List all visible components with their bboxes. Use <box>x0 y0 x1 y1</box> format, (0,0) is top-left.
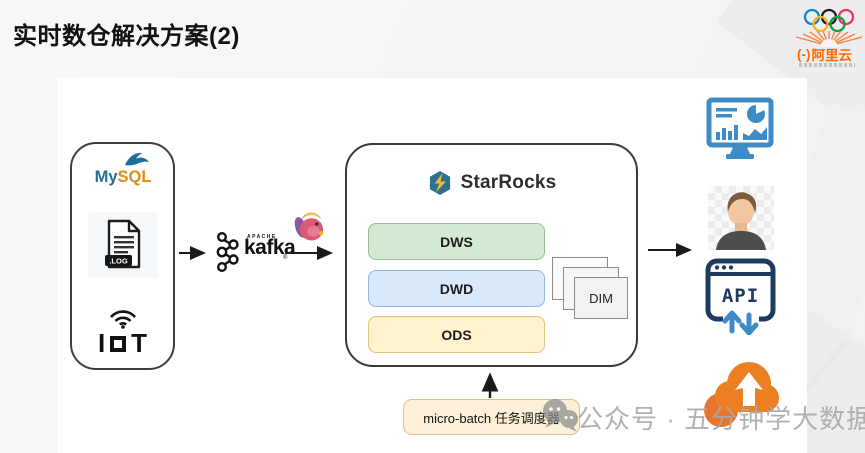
mysql-label-my: My <box>94 168 118 186</box>
wifi-icon <box>110 310 136 329</box>
starrocks-icon <box>429 170 450 196</box>
sunburst-rays-icon <box>795 31 863 47</box>
dim-sheet-front: DIM <box>574 277 628 319</box>
watermark-text: 公众号 · 五分钟学大数据 <box>577 404 865 434</box>
cloud-upload-icon <box>704 362 779 427</box>
olympic-rings-icon <box>803 8 855 33</box>
kafka-logo-label: kafka <box>244 236 296 259</box>
layer-dwd: DWD <box>368 270 545 307</box>
kafka-registered-mark: ® <box>283 255 288 261</box>
iot-label-i: I <box>97 328 106 358</box>
alibaba-tagline-bar <box>799 63 855 67</box>
log-file-icon: .LOG <box>105 219 141 269</box>
layer-ods: ODS <box>368 316 545 353</box>
iot-square-glyph <box>110 335 127 352</box>
user-avatar-figure <box>716 192 766 250</box>
flink-squirrel-icon <box>294 212 324 241</box>
wechat-bubbles-icon <box>543 399 578 432</box>
log-badge-label: .LOG <box>109 257 127 266</box>
mysql-logo: MySQL <box>84 168 162 187</box>
starrocks-name: StarRocks <box>460 172 557 193</box>
alibaba-vendor-name: 阿里云 <box>811 48 853 63</box>
alibaba-cloud-logo: (-) 阿里云 <box>797 44 852 64</box>
page-title: 实时数仓解决方案(2) <box>13 23 240 50</box>
api-label: API <box>722 285 759 307</box>
layer-dws: DWS <box>368 223 545 260</box>
iot-logo: I T <box>70 328 175 359</box>
mysql-dolphin-icon <box>125 152 149 166</box>
dashboard-monitor-icon <box>706 97 774 159</box>
alibaba-bracket-mark: (-) <box>797 46 811 62</box>
kafka-icon <box>216 232 239 273</box>
api-icon: API <box>705 258 776 335</box>
iot-label-t: T <box>131 328 148 358</box>
starrocks-logo: StarRocks <box>345 170 638 196</box>
kafka-apache-label: APACHE <box>247 234 277 240</box>
user-avatar <box>708 186 774 250</box>
mysql-label-sql: SQL <box>117 168 152 186</box>
